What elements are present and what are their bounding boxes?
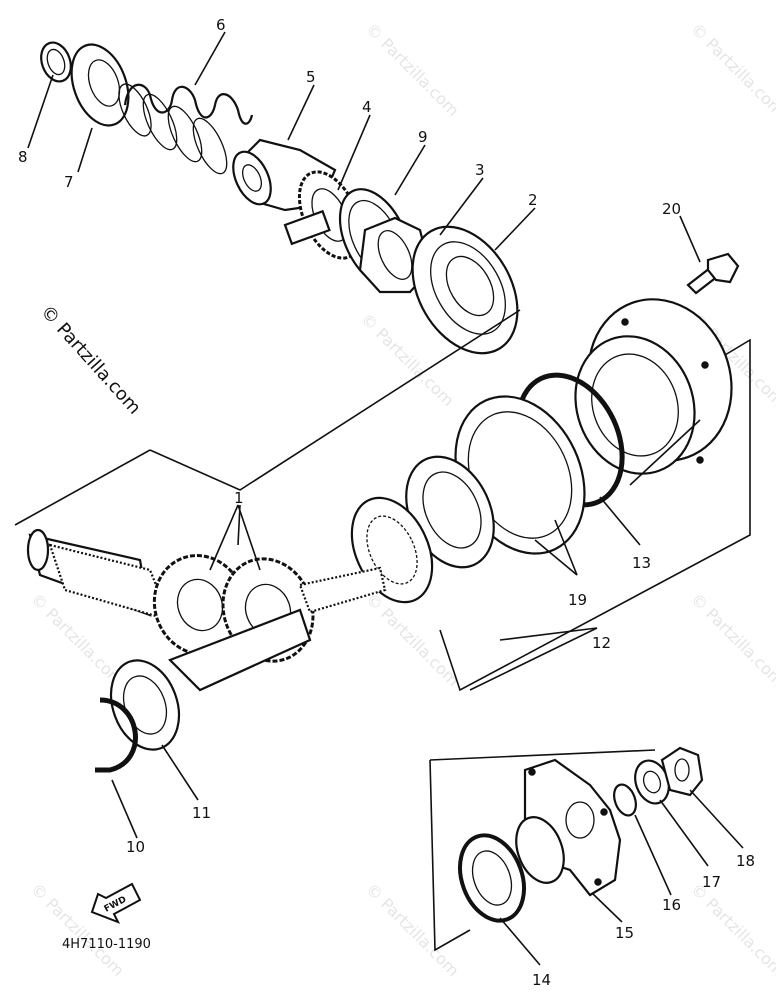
callout-19: 19 (568, 591, 587, 609)
side-watermark: © Partzilla.com (36, 301, 145, 418)
callout-7: 7 (64, 173, 74, 191)
part-20-bolt (686, 252, 740, 295)
fwd-arrow: FWD (90, 882, 142, 924)
callout-12: 12 (592, 634, 611, 652)
callout-17: 17 (702, 873, 721, 891)
part-12-bearing (405, 455, 495, 569)
callout-13: 13 (632, 554, 651, 572)
housing (574, 298, 733, 475)
callout-15: 15 (615, 924, 634, 942)
group-lines (14, 309, 751, 952)
diagram-code: 4H7110-1190 (62, 937, 151, 952)
part-15-flange (515, 758, 622, 897)
watermark: © Partzilla.com (362, 879, 463, 980)
watermark: © Partzilla.com (687, 19, 776, 120)
part-18-nut (660, 746, 704, 797)
part-8-circlip (40, 41, 72, 83)
part-16-o-ring (613, 783, 637, 817)
lower-assembly (458, 746, 704, 923)
watermark: © Partzilla.com (362, 589, 463, 690)
callout-4: 4 (362, 98, 372, 116)
part-17-washer (634, 759, 670, 805)
part-2-bearing (411, 225, 519, 355)
callout-8: 8 (18, 148, 28, 166)
callout-2: 2 (528, 191, 538, 209)
callout-3: 3 (475, 161, 485, 179)
watermark-layer: © Partzilla.com © Partzilla.com © Partzi… (27, 19, 776, 980)
watermark: © Partzilla.com (362, 19, 463, 120)
part-6-spring (118, 83, 254, 175)
leader-lines (27, 31, 744, 966)
part-7-collar (70, 43, 130, 127)
part-10-clip (95, 697, 138, 773)
part-14-oil-seal (458, 833, 526, 923)
callout-5: 5 (306, 68, 316, 86)
callout-labels: 6 5 4 9 3 2 8 7 20 1 13 19 12 11 10 18 1… (18, 16, 755, 989)
callout-6: 6 (216, 16, 226, 34)
callout-14: 14 (532, 971, 551, 989)
callout-18: 18 (736, 852, 755, 870)
watermark: © Partzilla.com (687, 589, 776, 690)
upper-assembly (40, 41, 740, 355)
callout-20: 20 (662, 200, 681, 218)
callout-16: 16 (662, 896, 681, 914)
watermark: © Partzilla.com (687, 879, 776, 980)
part-1-gear-shaft (26, 528, 387, 692)
part-11-bearing (109, 659, 181, 751)
callout-1: 1 (234, 489, 244, 507)
callout-11: 11 (192, 804, 211, 822)
callout-10: 10 (126, 838, 145, 856)
callout-9: 9 (418, 128, 428, 146)
middle-assembly (26, 298, 733, 773)
